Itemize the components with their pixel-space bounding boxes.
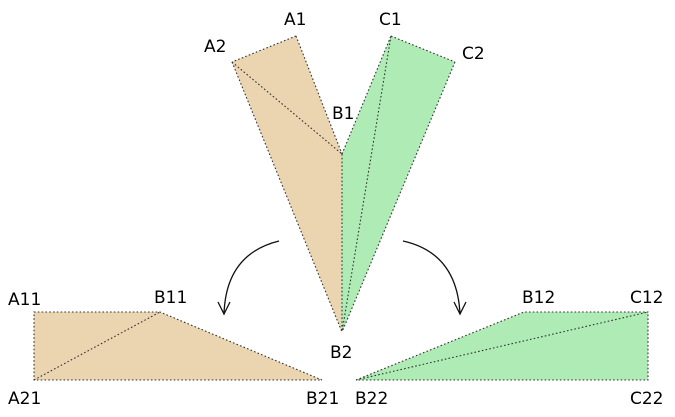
label-a11: A11 <box>8 290 41 310</box>
label-c2: C2 <box>462 44 485 64</box>
edge-c2-b2 <box>341 61 456 333</box>
label-a21: A21 <box>8 389 41 409</box>
curved-arrow-down-right-icon <box>402 240 467 316</box>
green-trapezoid-outline <box>355 311 649 381</box>
green-wedge <box>342 36 455 332</box>
edge-c1-c2 <box>390 35 456 63</box>
label-a2: A2 <box>204 37 226 57</box>
edge-a2-b1 <box>231 61 343 155</box>
tan-wedge <box>232 36 342 332</box>
label-c12: C12 <box>630 288 664 308</box>
label-b2: B2 <box>330 343 352 363</box>
tan-trapezoid-outline <box>33 311 323 381</box>
edge-b22-c12 <box>355 311 649 381</box>
label-b12: B12 <box>522 288 555 308</box>
edge-a21-b11 <box>33 311 161 381</box>
label-c1: C1 <box>379 10 402 30</box>
label-b22: B22 <box>355 389 388 409</box>
label-c22: C22 <box>630 389 664 409</box>
label-a1: A1 <box>284 10 306 30</box>
label-b21: B21 <box>306 389 339 409</box>
tan-trapezoid <box>34 312 322 380</box>
edge-a2-b2 <box>231 61 343 333</box>
label-b11: B11 <box>154 288 187 308</box>
curved-arrow-down-left-icon <box>217 240 280 316</box>
edge-a1-a2 <box>231 35 297 63</box>
label-b1: B1 <box>332 104 354 124</box>
edge-c1-b2 <box>341 35 392 333</box>
edge-b1-c1 <box>341 35 392 155</box>
